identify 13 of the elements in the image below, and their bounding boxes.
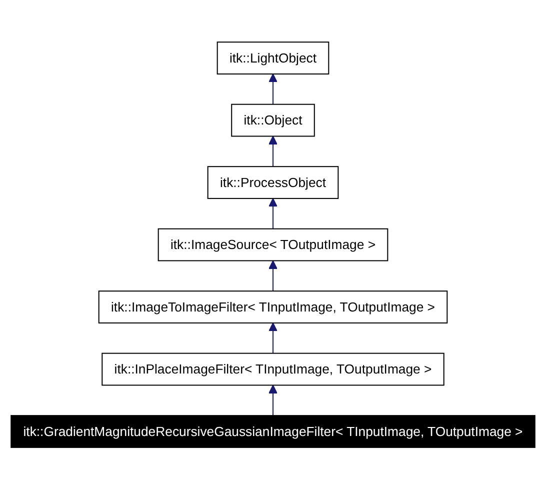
node-box: itk::Object xyxy=(231,104,315,137)
node-box: itk::LightObject xyxy=(216,42,330,75)
node-box: itk::GradientMagnitudeRecursiveGaussianImageFilter< TInputImage, TOutputImage > xyxy=(10,415,536,448)
arrow xyxy=(268,260,278,292)
node-box: itk::ImageToImageFilter< TInputImage, TOutputImage > xyxy=(98,290,448,324)
arrow xyxy=(268,136,278,167)
node-box: itk::InPlaceImageFilter< TInputImage, TOutputImage > xyxy=(102,353,444,386)
arrow xyxy=(268,198,278,230)
node-box: itk::ImageSource< TOutputImage > xyxy=(158,228,388,262)
node-box: itk::ProcessObject xyxy=(207,166,339,200)
arrow xyxy=(268,385,278,416)
arrow xyxy=(268,74,278,105)
arrow xyxy=(268,322,278,354)
